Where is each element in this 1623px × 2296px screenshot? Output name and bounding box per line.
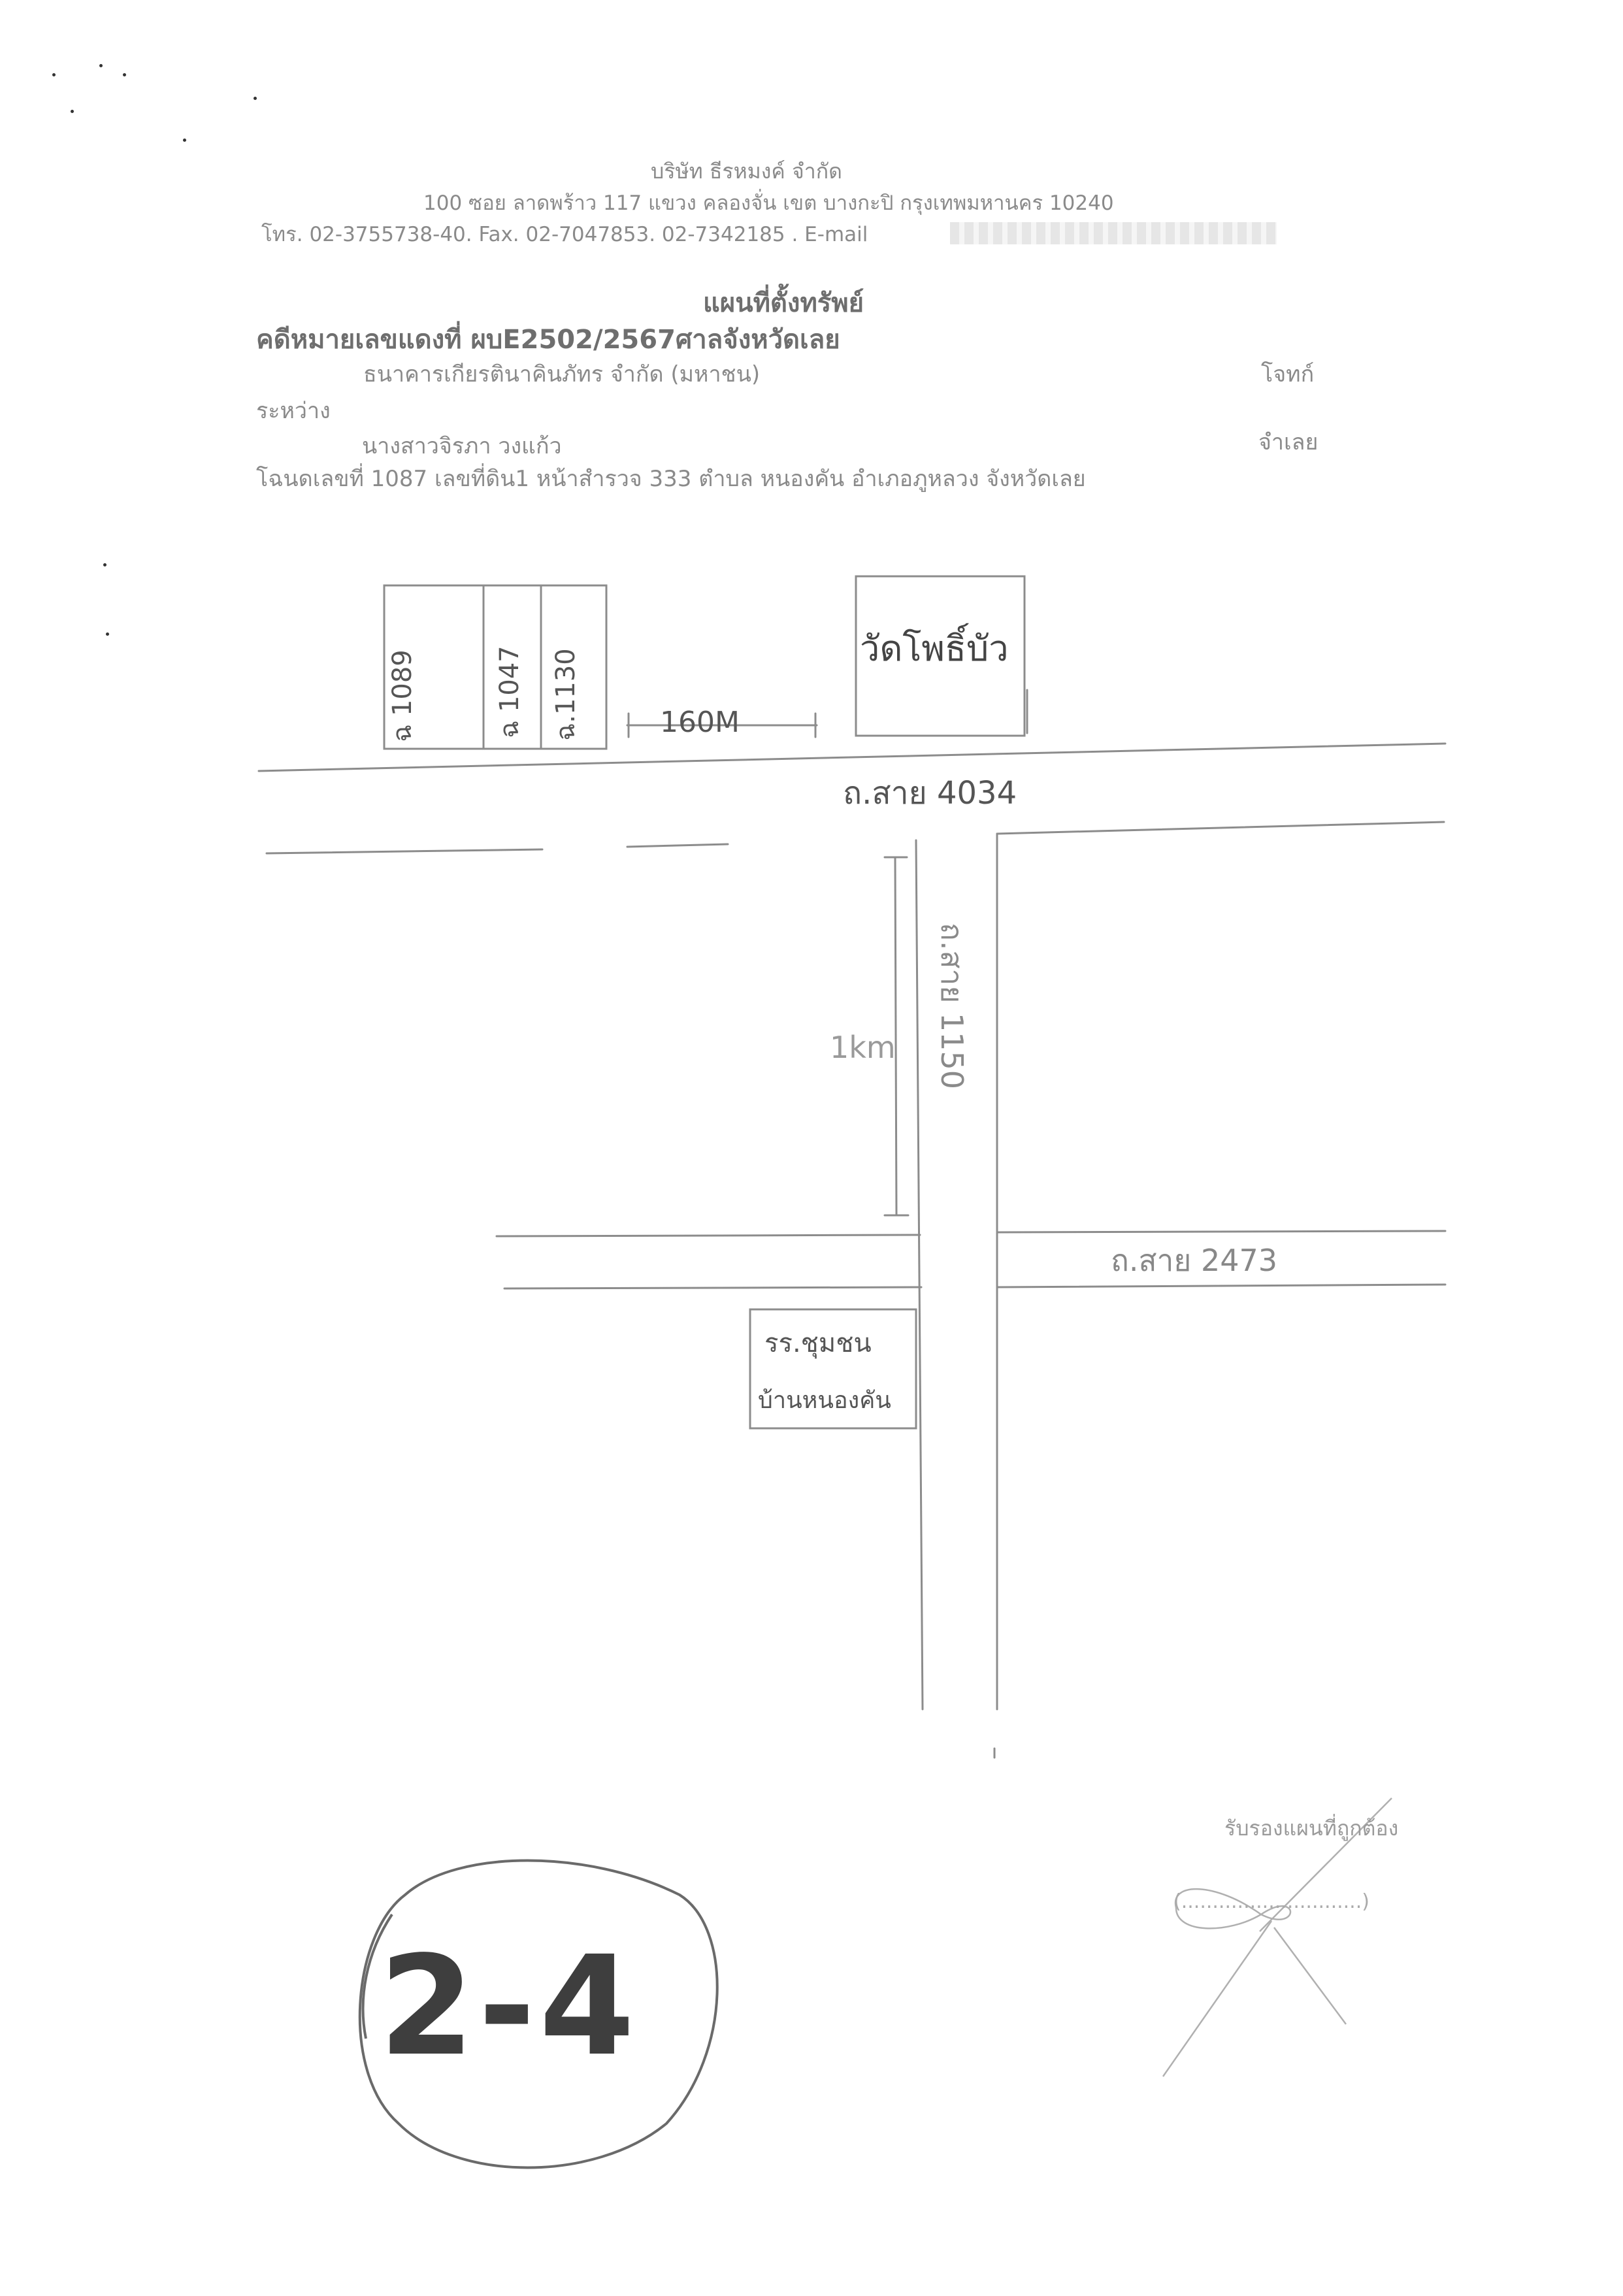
- scan-speck: [71, 110, 74, 113]
- distance-line-vertical: [894, 856, 898, 1217]
- road-lower-label: ถ.สาย 2473: [1111, 1243, 1278, 1278]
- school-label-line2: บ้านหนองคัน: [758, 1387, 891, 1414]
- document-title: แผนที่ตั้งทรัพย์: [703, 288, 864, 318]
- scan-speck: [183, 139, 186, 142]
- plot-label-1047: ฉ 1047: [495, 646, 525, 738]
- distance-label-top: 160M: [660, 706, 740, 739]
- school-outline: [749, 1308, 917, 1430]
- defendant-name: นางสาวจิรภา วงแก้ว: [362, 433, 562, 459]
- scan-speck: [106, 632, 109, 636]
- case-number: คดีหมายเลขแดงที่ ผบE2502/2567ศาลจังหวัดเ…: [256, 325, 840, 355]
- email-redacted: [950, 222, 1277, 244]
- temple-outline: [855, 575, 1026, 737]
- road-main-edge-bottom: [265, 848, 544, 855]
- scan-speck: [52, 73, 56, 76]
- signature-blank: (.............................): [1173, 1890, 1369, 1913]
- defendant-role: จำเลย: [1258, 429, 1319, 455]
- scan-speck: [99, 64, 103, 67]
- plot-label-1130: ฉ.1130: [551, 648, 581, 741]
- between-label: ระหว่าง: [256, 398, 331, 424]
- company-name: บริษัท ธีรหมงค์ จำกัด: [651, 159, 842, 184]
- road-main-label: ถ.สาย 4034: [843, 775, 1017, 812]
- distance-label-vertical: 1km: [830, 1030, 896, 1065]
- deed-details: โฉนดเลขที่ 1087 เลขที่ดิน1 หน้าสำรวจ 333…: [256, 466, 1086, 492]
- plot-label-1089: ฉ 1089: [387, 649, 418, 742]
- page-mark-circle: [358, 1859, 719, 2169]
- scan-speck: [254, 97, 257, 100]
- company-contact: โทร. 02-3755738-40. Fax. 02-7047853. 02-…: [261, 223, 868, 246]
- plaintiff-name: ธนาคารเกียรตินาคินภัทร จำกัด (มหาชน): [363, 361, 761, 387]
- road-lower-edge-bottom: [503, 1286, 923, 1290]
- plots-outline: [383, 584, 608, 750]
- scan-speck: [103, 563, 107, 566]
- temple-label: วัดโพธิ์บัว: [860, 628, 1009, 669]
- school-label-line1: รร.ชุมชน: [764, 1328, 872, 1358]
- company-address: 100 ซอย ลาดพร้าว 117 แขวง คลองจั่น เขต บ…: [423, 191, 1114, 215]
- road-vertical-label: ถ.สาย 1150: [934, 923, 970, 1090]
- scan-speck: [123, 73, 126, 76]
- page-mark: 2-4: [379, 1926, 639, 2086]
- road-main-edge-top: [257, 742, 1447, 772]
- plaintiff-role: โจทก์: [1261, 361, 1315, 387]
- road-lower-edge-top: [495, 1234, 921, 1238]
- road-vertical-edge-left: [915, 839, 924, 1711]
- signature-mark: [1162, 1797, 1392, 2077]
- certify-label: รับรองแผนที่ถูกต้อง: [1224, 1816, 1399, 1841]
